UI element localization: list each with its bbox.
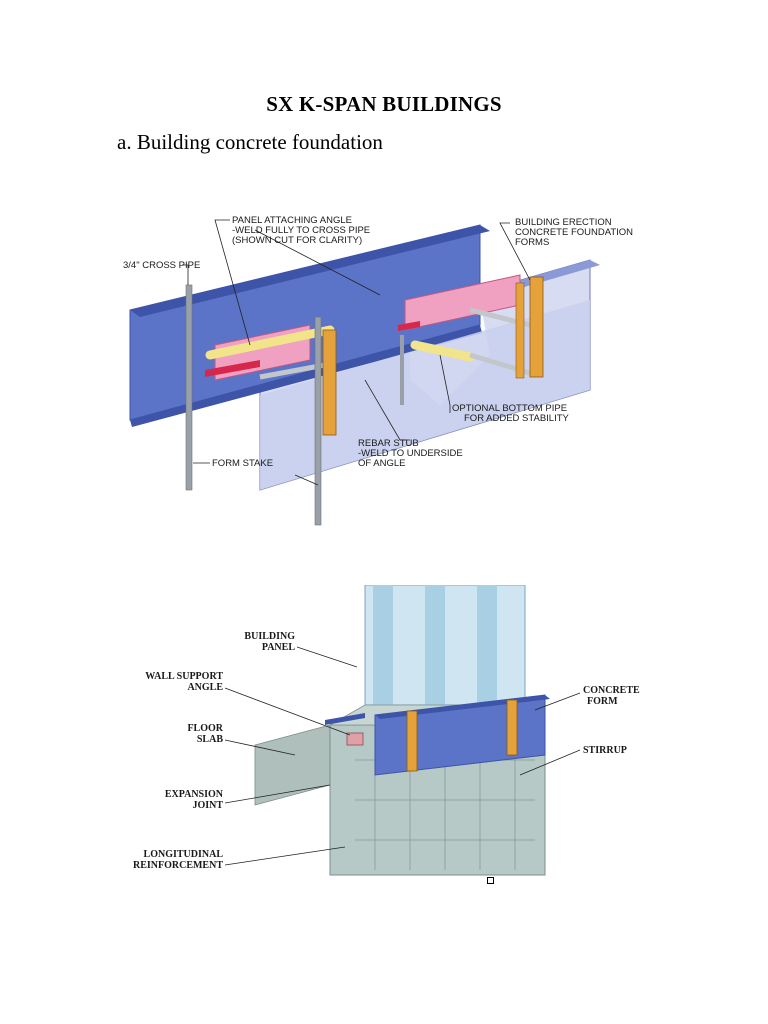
label-bottom-pipe-2: FOR ADDED STABILITY — [464, 413, 570, 424]
label-expansion-1: EXPANSION — [165, 789, 224, 800]
back-form-lower — [260, 300, 590, 490]
floor-slab — [254, 724, 331, 806]
section-heading: a. Building concrete foundation — [117, 130, 383, 154]
label-form-stake: FORM STAKE — [212, 458, 273, 469]
angle-edge-right — [398, 321, 420, 331]
bracket-left — [322, 329, 337, 436]
bracket-right — [529, 276, 544, 378]
label-wall-support-2: ANGLE — [187, 682, 223, 693]
front-form-bottom-flange — [130, 325, 482, 427]
cross-pipe-left — [205, 325, 335, 360]
label-rebar-1: REBAR STUB — [358, 438, 419, 449]
label-wall-support-1: WALL SUPPORT — [145, 671, 223, 682]
label-concrete-form-1: CONCRETE — [583, 685, 640, 696]
angle-edge-left — [205, 360, 260, 377]
label-panel-angle-1: PANEL ATTACHING ANGLE — [232, 215, 352, 226]
form-left-flange — [325, 713, 365, 725]
label-stirrup: STIRRUP — [583, 745, 627, 756]
wall-section-figure: BUILDING PANEL WALL SUPPORT ANGLE FLOOR … — [125, 585, 665, 885]
form-bracket-right — [506, 699, 518, 756]
label-erection-2: CONCRETE FOUNDATION — [515, 227, 633, 238]
label-rebar-2: -WELD TO UNDERSIDE — [358, 448, 463, 459]
label-longitudinal-2: REINFORCEMENT — [133, 860, 223, 871]
label-panel-angle-2: -WELD FULLY TO CROSS PIPE — [232, 225, 370, 236]
panel-rib-3 — [477, 585, 497, 705]
panel-rib-1 — [373, 585, 393, 705]
label-bottom-pipe-1: OPTIONAL BOTTOM PIPE — [452, 403, 567, 414]
label-building-panel-2: PANEL — [262, 642, 295, 653]
label-expansion-2: JOINT — [192, 800, 223, 811]
label-panel-angle-3: (SHOWN CUT FOR CLARITY) — [232, 235, 362, 246]
bracket-right-inner — [515, 282, 525, 379]
label-concrete-form-2: FORM — [587, 696, 618, 707]
label-building-panel-1: BUILDING — [244, 631, 295, 642]
pipe-gray-1 — [259, 362, 326, 380]
label-floor-slab-1: FLOOR — [187, 723, 223, 734]
label-floor-slab-2: SLAB — [197, 734, 223, 745]
foundation-forms-figure: PANEL ATTACHING ANGLE -WELD FULLY TO CRO… — [110, 205, 660, 535]
form-bracket-left — [406, 710, 418, 772]
rebar-stub — [400, 335, 404, 405]
label-longitudinal-1: LONGITUDINAL — [144, 849, 224, 860]
checkbox-glyph — [487, 877, 494, 884]
form-top-flange — [375, 695, 550, 719]
form-stake-left — [185, 284, 193, 491]
wall-support-angle — [346, 732, 364, 746]
panel-rib-2 — [425, 585, 445, 705]
label-cross-pipe: 3/4" CROSS PIPE — [123, 260, 200, 271]
label-erection-1: BUILDING ERECTION — [515, 217, 612, 228]
page-title: SX K-SPAN BUILDINGS — [266, 92, 502, 116]
label-rebar-3: OF ANGLE — [358, 458, 406, 469]
label-erection-3: FORMS — [515, 237, 549, 248]
front-form-top-flange — [130, 225, 490, 317]
bottom-pipe — [410, 340, 475, 362]
form-stake-middle — [314, 316, 322, 526]
